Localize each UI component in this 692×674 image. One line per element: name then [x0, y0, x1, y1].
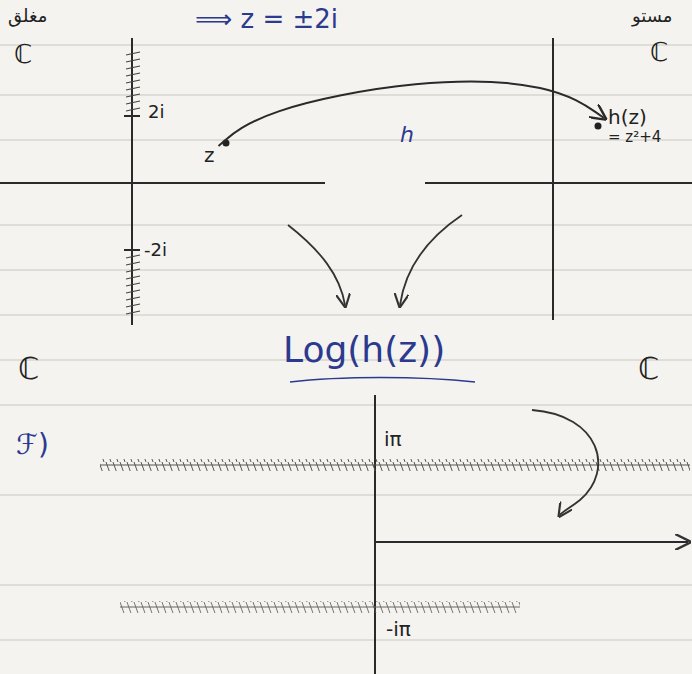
handwritten-label: ⟹ z = ±2i	[195, 5, 338, 34]
strip-plane	[375, 395, 688, 674]
right-plane	[425, 38, 692, 320]
handwritten-label: 2i	[148, 102, 164, 122]
mapped-point: h(z)= z²+4	[604, 104, 665, 148]
handwritten-label: مغلق	[8, 6, 47, 26]
handwritten-label: ℱ)	[16, 430, 49, 461]
strip-boundary	[100, 459, 690, 471]
handwritten-label: مستو	[632, 6, 672, 26]
point-label: h(z)	[608, 106, 661, 129]
handwritten-label: -iπ	[386, 618, 411, 640]
point-label: z	[204, 144, 215, 167]
handwritten-label: ℂ	[18, 352, 39, 385]
mapping-curve	[219, 82, 605, 146]
strip-boundary	[120, 601, 520, 613]
handwritten-label: ℂ	[638, 352, 659, 385]
mapped-point: z	[200, 142, 219, 169]
branch-cut-hatching	[126, 52, 140, 314]
handwritten-label: ℂ	[650, 38, 668, 67]
point-label: = z²+4	[608, 129, 661, 146]
handwritten-label: ℂ	[14, 40, 32, 69]
underline	[290, 378, 475, 383]
strip-boundary	[120, 607, 520, 608]
ruled-lines	[0, 45, 692, 640]
handwritten-label: iπ	[384, 428, 402, 450]
handwritten-label: Log(h(z))	[283, 330, 445, 370]
mapping-arrows	[288, 215, 462, 305]
map-name: h	[400, 122, 414, 147]
handwritten-label: -2i	[144, 240, 167, 260]
strip-boundary	[100, 465, 690, 466]
point	[595, 123, 602, 130]
rotation-arrow	[532, 410, 598, 515]
left-plane	[0, 38, 325, 325]
